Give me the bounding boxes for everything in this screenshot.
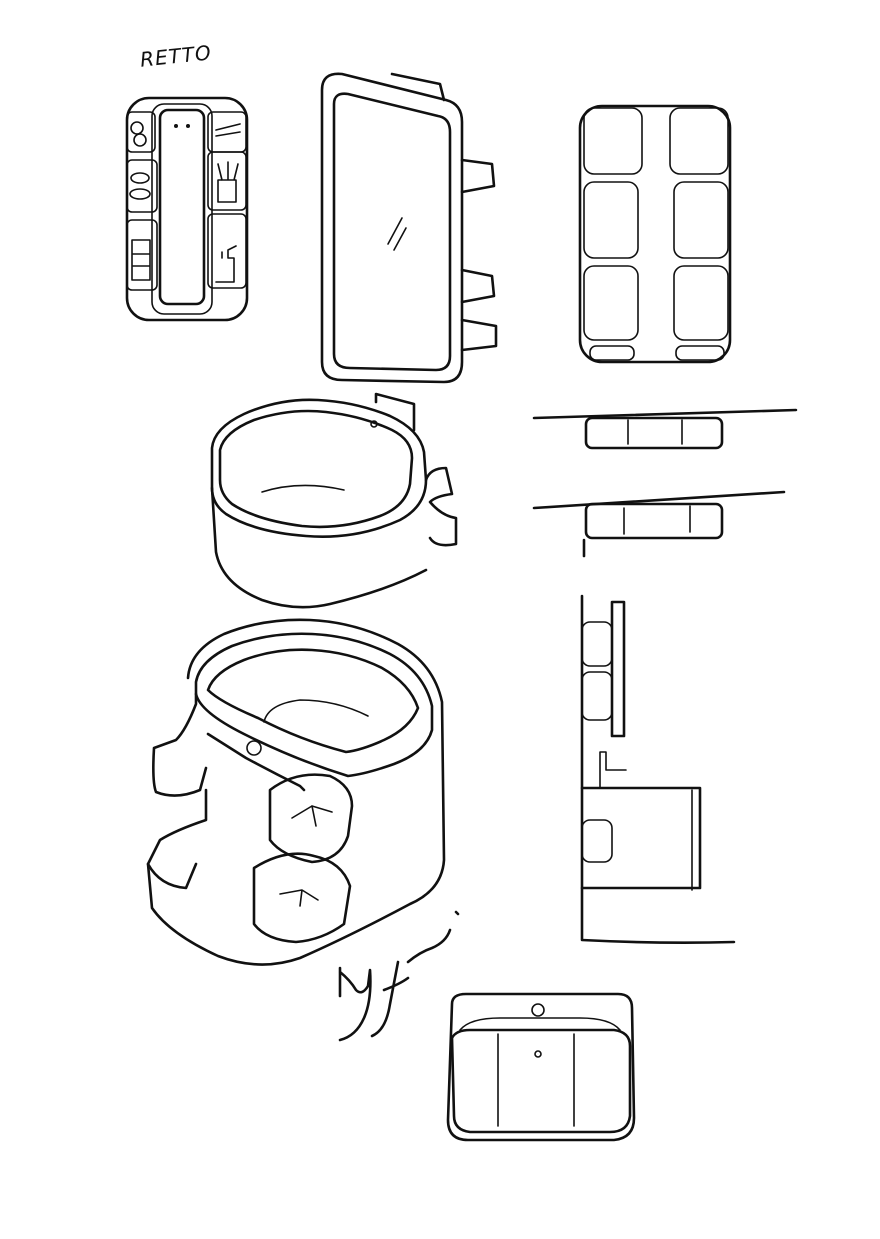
signature [340, 912, 458, 1040]
mirror-cabinet-perspective [322, 74, 496, 382]
side-elevation-wall [582, 596, 734, 943]
large-washbasin-perspective [148, 620, 444, 965]
washbasin-top-view [448, 994, 634, 1140]
side-elevation-top [534, 410, 796, 556]
cabinet-back-view [580, 106, 730, 362]
small-washbasin-perspective [212, 394, 456, 607]
cabinet-front-view [127, 98, 247, 320]
